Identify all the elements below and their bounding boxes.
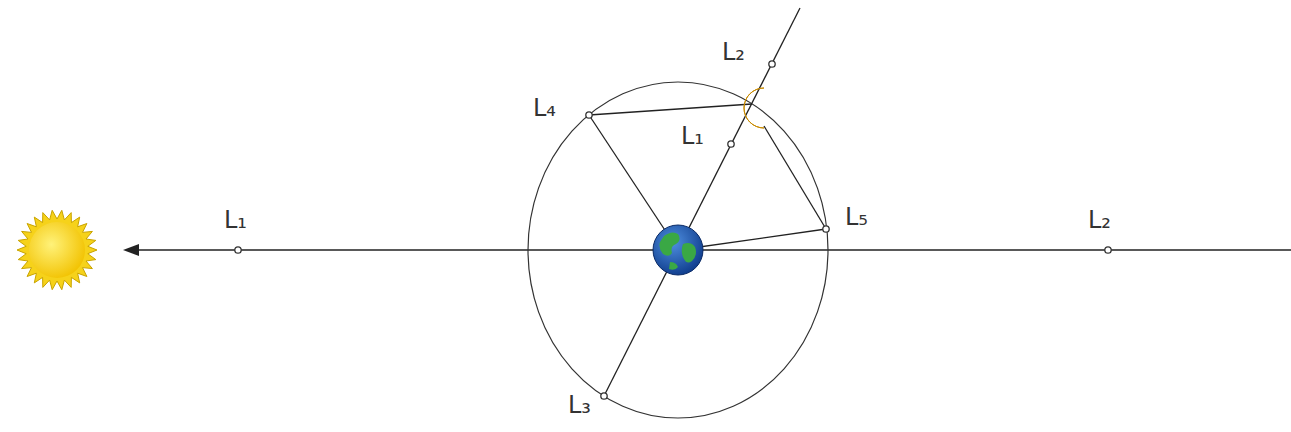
- sun-symbol: [17, 210, 97, 289]
- point-label: L₂: [722, 40, 745, 64]
- lagrange-point: [728, 141, 734, 147]
- point-label: L₅: [845, 205, 868, 229]
- point-label: L₁: [224, 208, 247, 232]
- lagrange-point: [235, 247, 241, 253]
- l5-moon-line: [764, 126, 826, 229]
- lagrange-point: [586, 112, 592, 118]
- earth-moon-axis: [604, 8, 800, 396]
- lagrange-point: [601, 393, 607, 399]
- lagrange-point: [769, 61, 775, 67]
- point-label: L₂: [1088, 208, 1111, 232]
- sun-earth-axis: [134, 249, 1291, 250]
- point-label: L₁: [681, 124, 704, 148]
- point-label: L₄: [533, 96, 556, 120]
- axis-arrowhead: [123, 244, 139, 256]
- l4-moon-line: [589, 104, 752, 115]
- point-label: L₃: [568, 393, 591, 417]
- lagrange-point: [1105, 247, 1111, 253]
- lagrange-point: [823, 226, 829, 232]
- earth-symbol: [653, 225, 703, 275]
- moon-symbol: [744, 88, 764, 128]
- moon-orbit: [528, 82, 828, 418]
